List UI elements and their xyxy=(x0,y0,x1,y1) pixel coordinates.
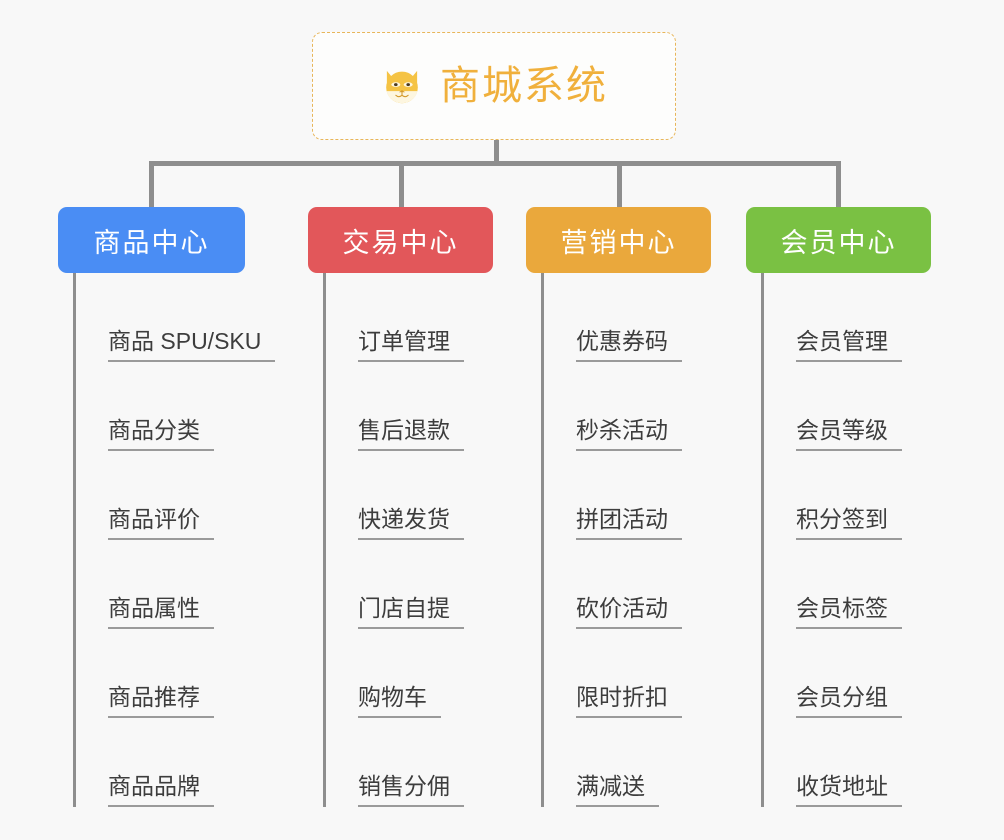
root-node[interactable]: 商城系统 xyxy=(312,32,676,140)
list-item[interactable]: 商品属性 xyxy=(76,540,275,629)
leaf-label: 售后退款 xyxy=(358,419,464,451)
connector-drop-4 xyxy=(836,161,841,207)
leaf-label: 积分签到 xyxy=(796,508,902,540)
leaf-label: 商品评价 xyxy=(108,508,214,540)
list-item[interactable]: 商品品牌 xyxy=(76,718,275,807)
leaf-label: 商品品牌 xyxy=(108,775,214,807)
leaf-label: 拼团活动 xyxy=(576,508,682,540)
list-item[interactable]: 限时折扣 xyxy=(544,629,711,718)
list-item[interactable]: 订单管理 xyxy=(326,273,493,362)
branch-items-trade-center: 订单管理 售后退款 快递发货 门店自提 购物车 销售分佣 xyxy=(323,273,493,807)
leaf-label: 订单管理 xyxy=(358,330,464,362)
list-item[interactable]: 会员管理 xyxy=(764,273,931,362)
list-item[interactable]: 会员分组 xyxy=(764,629,931,718)
leaf-label: 会员标签 xyxy=(796,597,902,629)
branch-items-member-center: 会员管理 会员等级 积分签到 会员标签 会员分组 收货地址 xyxy=(761,273,931,807)
list-item[interactable]: 会员等级 xyxy=(764,362,931,451)
list-item[interactable]: 门店自提 xyxy=(326,540,493,629)
shiba-dog-face-icon xyxy=(380,64,424,108)
branch-column-product-center: 商品中心 商品 SPU/SKU 商品分类 商品评价 商品属性 商品推荐 商品品牌 xyxy=(58,207,276,807)
connector-drop-3 xyxy=(617,161,622,207)
root-title: 商城系统 xyxy=(440,64,608,108)
leaf-label: 秒杀活动 xyxy=(576,419,682,451)
list-item[interactable]: 收货地址 xyxy=(764,718,931,807)
list-item[interactable]: 商品推荐 xyxy=(76,629,275,718)
list-item[interactable]: 满减送 xyxy=(544,718,711,807)
list-item[interactable]: 积分签到 xyxy=(764,451,931,540)
leaf-label: 购物车 xyxy=(358,686,441,718)
branch-column-member-center: 会员中心 会员管理 会员等级 积分签到 会员标签 会员分组 收货地址 xyxy=(746,207,931,807)
connector-horizontal-bus xyxy=(149,161,839,166)
list-item[interactable]: 商品评价 xyxy=(76,451,275,540)
list-item[interactable]: 秒杀活动 xyxy=(544,362,711,451)
leaf-label: 会员分组 xyxy=(796,686,902,718)
connector-drop-2 xyxy=(399,161,404,207)
leaf-label: 收货地址 xyxy=(796,775,902,807)
leaf-label: 商品分类 xyxy=(108,419,214,451)
leaf-label: 优惠券码 xyxy=(576,330,682,362)
branch-items-marketing-center: 优惠券码 秒杀活动 拼团活动 砍价活动 限时折扣 满减送 xyxy=(541,273,711,807)
list-item[interactable]: 优惠券码 xyxy=(544,273,711,362)
branch-items-product-center: 商品 SPU/SKU 商品分类 商品评价 商品属性 商品推荐 商品品牌 xyxy=(73,273,276,807)
branch-header-marketing-center[interactable]: 营销中心 xyxy=(526,207,711,273)
leaf-label: 商品属性 xyxy=(108,597,214,629)
list-item[interactable]: 商品分类 xyxy=(76,362,275,451)
leaf-label: 会员等级 xyxy=(796,419,902,451)
list-item[interactable]: 销售分佣 xyxy=(326,718,493,807)
branch-column-marketing-center: 营销中心 优惠券码 秒杀活动 拼团活动 砍价活动 限时折扣 满减送 xyxy=(526,207,711,807)
leaf-label: 限时折扣 xyxy=(576,686,682,718)
leaf-label: 砍价活动 xyxy=(576,597,682,629)
leaf-label: 门店自提 xyxy=(358,597,464,629)
connector-drop-1 xyxy=(149,161,154,207)
branch-column-trade-center: 交易中心 订单管理 售后退款 快递发货 门店自提 购物车 销售分佣 xyxy=(308,207,493,807)
leaf-label: 满减送 xyxy=(576,775,659,807)
leaf-label: 快递发货 xyxy=(358,508,464,540)
leaf-label: 会员管理 xyxy=(796,330,902,362)
leaf-label: 商品 SPU/SKU xyxy=(108,330,276,362)
connector-root-stem xyxy=(494,140,499,165)
list-item[interactable]: 购物车 xyxy=(326,629,493,718)
list-item[interactable]: 商品 SPU/SKU xyxy=(76,273,276,362)
branch-header-member-center[interactable]: 会员中心 xyxy=(746,207,931,273)
leaf-label: 销售分佣 xyxy=(358,775,464,807)
list-item[interactable]: 砍价活动 xyxy=(544,540,711,629)
list-item[interactable]: 拼团活动 xyxy=(544,451,711,540)
branch-header-product-center[interactable]: 商品中心 xyxy=(58,207,245,273)
list-item[interactable]: 快递发货 xyxy=(326,451,493,540)
branch-header-trade-center[interactable]: 交易中心 xyxy=(308,207,493,273)
list-item[interactable]: 会员标签 xyxy=(764,540,931,629)
leaf-label: 商品推荐 xyxy=(108,686,214,718)
list-item[interactable]: 售后退款 xyxy=(326,362,493,451)
